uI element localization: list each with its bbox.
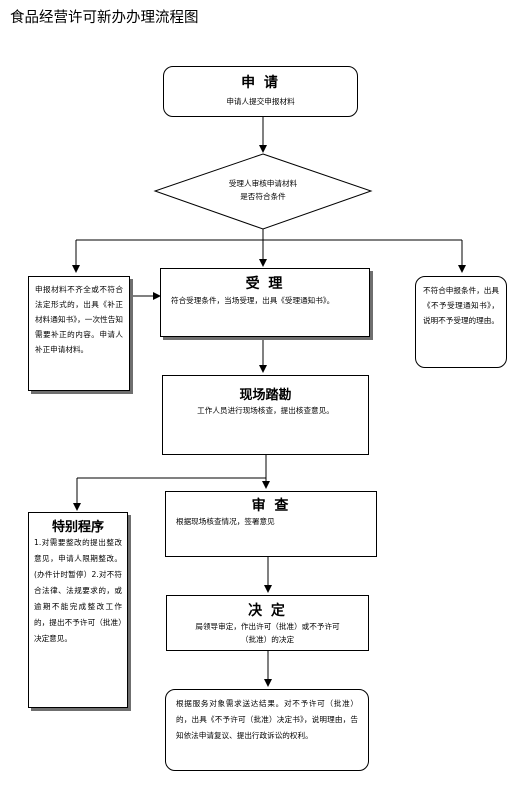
decide-heading: 决 定 — [248, 603, 287, 619]
review-line2: 是否符合条件 — [240, 192, 286, 201]
examine-box: 审 查 根据现场核查情况，签署意见 — [165, 491, 377, 557]
reject-text: 不符合申报条件，出具《不予受理通知书》，说明不予受理的理由。 — [423, 286, 499, 325]
examine-text: 根据现场核查情况，签署意见 — [176, 517, 275, 526]
examine-heading: 审 查 — [251, 498, 291, 514]
accept-text: 符合受理条件，当场受理，出具《受理通知书》。 — [171, 296, 335, 305]
review-text: 受理人审核申请材料 是否符合条件 — [195, 177, 331, 203]
special-heading: 特别程序 — [51, 520, 104, 535]
inspect-heading: 现场踏勘 — [239, 388, 292, 403]
apply-text: 申请人提交申报材料 — [226, 97, 295, 106]
inspect-text: 工作人员进行现场核查，提出核查意见。 — [197, 406, 334, 415]
review-line1: 受理人审核申请材料 — [228, 179, 298, 188]
incomplete-box: 申报材料不齐全或不符合法定形式的，出具《补正材料通知书》，一次性告知需要补正的内… — [28, 276, 130, 391]
inspect-box: 现场踏勘 工作人员进行现场核查，提出核查意见。 — [162, 375, 369, 455]
decide-text: 局领导审定，作出许可（批准）或不予许可（批准）的决定 — [195, 622, 340, 644]
special-text: 1.对需要整改的提出整改意见，申请人限期整改。(办件计时暂停）2.对不符合法律、… — [34, 538, 122, 643]
deliver-text: 根据服务对象需求送达结果。对不予许可（批准）的，出具《不予许可（批准）决定书》，… — [176, 699, 358, 740]
accept-heading: 受 理 — [245, 276, 285, 292]
page-title: 食品经营许可新办办理流程图 — [10, 10, 199, 26]
special-box: 特别程序 1.对需要整改的提出整改意见，申请人限期整改。(办件计时暂停）2.对不… — [28, 512, 128, 708]
accept-box: 受 理 符合受理条件，当场受理，出具《受理通知书》。 — [160, 268, 370, 337]
reject-box: 不符合申报条件，出具《不予受理通知书》，说明不予受理的理由。 — [415, 276, 507, 368]
deliver-box: 根据服务对象需求送达结果。对不予许可（批准）的，出具《不予许可（批准）决定书》，… — [165, 689, 369, 771]
incomplete-text: 申报材料不齐全或不符合法定形式的，出具《补正材料通知书》，一次性告知需要补正的内… — [35, 285, 123, 354]
decide-box: 决 定 局领导审定，作出许可（批准）或不予许可（批准）的决定 — [166, 595, 369, 651]
apply-box: 申 请 申请人提交申报材料 — [163, 66, 358, 117]
apply-heading: 申 请 — [241, 75, 280, 91]
